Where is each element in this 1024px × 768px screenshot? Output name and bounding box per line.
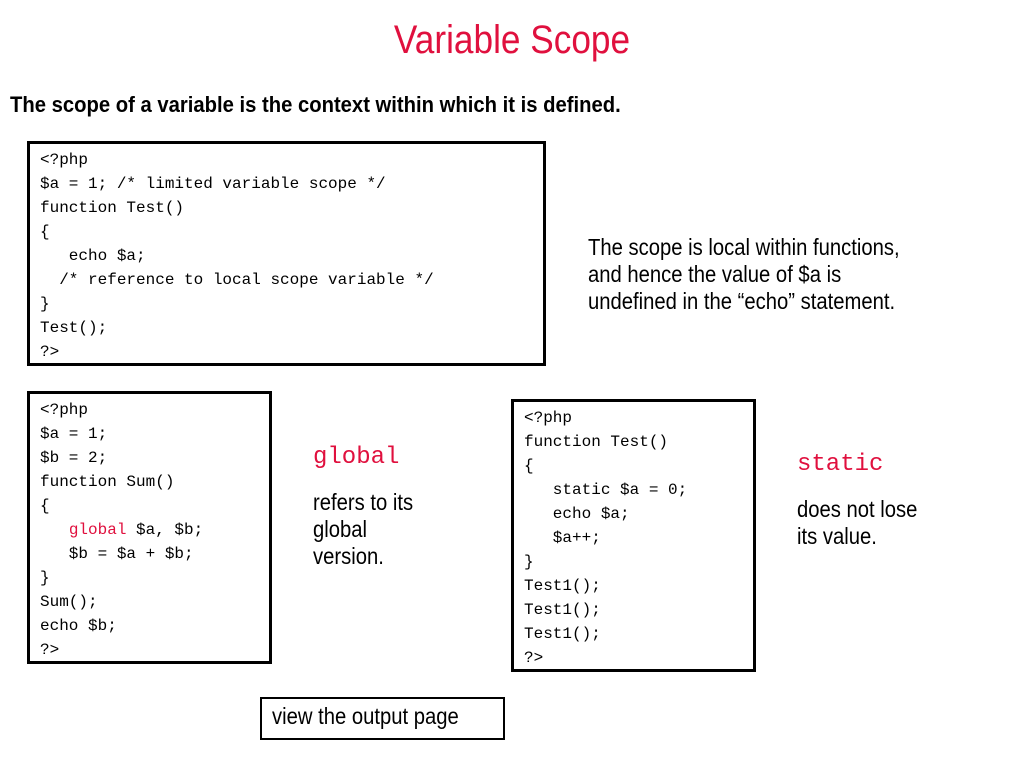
note-line: global — [313, 516, 368, 542]
code-line: Sum(); — [40, 593, 98, 611]
note-line: and hence the value of $a is — [588, 261, 842, 287]
note-line: undefined in the “echo” statement. — [588, 288, 896, 314]
note-static: does not lose its value. — [797, 496, 917, 550]
code-line: /* reference to local scope variable */ — [40, 271, 434, 289]
note-global: refers to its global version. — [313, 489, 413, 570]
code-line: } — [40, 569, 50, 587]
view-output-label: view the output page — [272, 703, 459, 729]
code-line: Test1(); — [524, 577, 601, 595]
note-line: version. — [313, 543, 384, 569]
note-line: The scope is local within functions, — [588, 234, 900, 260]
code-line: ?> — [524, 649, 544, 667]
code-line: $a = 1; — [40, 425, 108, 443]
code-line: Test1(); — [524, 625, 601, 643]
code-line: function Test() — [524, 433, 669, 451]
code-line: static $a = 0; — [524, 481, 688, 499]
note-line: refers to its — [313, 489, 414, 515]
code-line: $b = 2; — [40, 449, 108, 467]
code-line: } — [524, 553, 534, 571]
code-line: function Test() — [40, 199, 185, 217]
global-keyword-label: global — [313, 444, 400, 471]
code-line: ?> — [40, 641, 60, 659]
code-line: } — [40, 295, 50, 313]
code-line: function Sum() — [40, 473, 175, 491]
code-line: { — [524, 457, 534, 475]
code-line: $b = $a + $b; — [40, 545, 194, 563]
code-line: echo $a; — [40, 247, 146, 265]
code-line: echo $a; — [524, 505, 630, 523]
slide-subtitle: The scope of a variable is the context w… — [10, 92, 621, 117]
code-line: <?php — [524, 409, 573, 427]
code-line: $a = 1; /* limited variable scope */ — [40, 175, 386, 193]
note-line: does not lose — [797, 496, 918, 522]
code-text: $a, $b; — [126, 521, 204, 539]
code-line: { — [40, 497, 50, 515]
static-keyword-label: static — [797, 451, 884, 478]
code-line: echo $b; — [40, 617, 117, 635]
code-line: { — [40, 223, 50, 241]
code-line: ?> — [40, 343, 60, 361]
code-line: Test1(); — [524, 601, 601, 619]
code-box-static: <?php function Test() { static $a = 0; e… — [511, 399, 756, 672]
code-line: Test(); — [40, 319, 108, 337]
note-local-scope: The scope is local within functions, and… — [588, 234, 900, 315]
code-line: $a++; — [524, 529, 601, 547]
code-line-global: global $a, $b; — [40, 518, 269, 542]
slide-title: Variable Scope — [393, 18, 631, 62]
code-box-global: <?php $a = 1; $b = 2; function Sum() { g… — [27, 391, 272, 664]
code-line: <?php — [40, 151, 89, 169]
view-output-button[interactable]: view the output page — [260, 697, 505, 740]
note-line: its value. — [797, 523, 877, 549]
code-box-local-scope: <?php $a = 1; /* limited variable scope … — [27, 141, 546, 366]
global-keyword-code: global — [68, 521, 127, 539]
code-indent — [40, 521, 69, 539]
code-line: <?php — [40, 401, 89, 419]
